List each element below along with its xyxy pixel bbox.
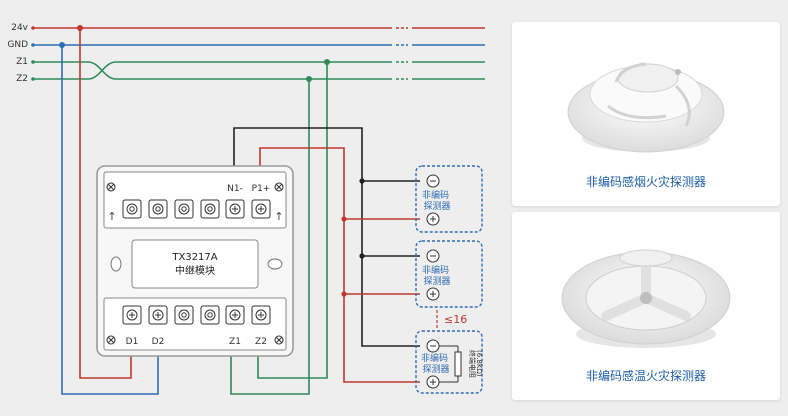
- product-card-smoke: 非编码感烟火灾探测器: [512, 22, 780, 206]
- end-resistor-icon: [454, 351, 462, 377]
- end-resistor-label: 终端电阻 (6.8KΩ): [468, 350, 483, 380]
- detector-label-line1: 非编码: [422, 189, 449, 201]
- mounting-hole-right: [267, 258, 283, 270]
- wire-z1-to-module: [230, 79, 310, 395]
- module-model: TX3217A: [171, 252, 217, 263]
- detector-label-line2: 探测器: [423, 275, 450, 287]
- bus-label-gnd: GND: [7, 40, 28, 50]
- end-resistor-wire: [439, 345, 458, 383]
- wire-gnd-to-d2: [61, 45, 159, 395]
- product-caption: 非编码感烟火灾探测器: [585, 175, 706, 189]
- detector-label-line2: 探测器: [422, 363, 449, 375]
- corner-screw-icon: [106, 182, 284, 345]
- heat-detector-photo: [561, 249, 731, 348]
- relay-module: ↑ ↑ N1- P1+ TX3217A 中继模块 D1: [96, 165, 294, 357]
- terminal-label-z2: Z2: [255, 337, 267, 347]
- bus-terminal-gnd: [31, 43, 35, 47]
- max-detector-count: ≤16: [444, 313, 467, 326]
- detector-label: 非编码 探测器: [422, 189, 452, 212]
- detector-1: 非编码 探测器: [415, 165, 483, 233]
- wire-24v-to-d1: [79, 28, 132, 379]
- bus-label-z2: Z2: [16, 74, 28, 84]
- detector-label: 非编码 探测器: [421, 352, 451, 375]
- bus-label-z1: Z1: [16, 57, 28, 67]
- detector-label-line1: 非编码: [422, 264, 449, 276]
- bus-z1: [33, 61, 485, 80]
- junction-det2-pos: [341, 291, 347, 297]
- junction-det2-neg: [359, 253, 365, 259]
- module-label-plate: [131, 239, 259, 289]
- terminal-label-n1: N1-: [227, 184, 243, 194]
- junction-det1-pos: [341, 216, 347, 222]
- bus-terminal-24v: [31, 26, 35, 30]
- mounting-hole-left: [110, 256, 122, 272]
- bus-z2: [33, 61, 485, 80]
- bus-label-24v: 24v: [11, 23, 28, 33]
- product-caption: 非编码感温火灾探测器: [585, 369, 706, 383]
- terminal-label-z1: Z1: [229, 337, 241, 347]
- smoke-detector-photo: [567, 62, 725, 153]
- wire-z2-to-module: [257, 62, 328, 379]
- up-arrow-icon: ↑: [274, 210, 283, 223]
- wire-p1-loop: [259, 147, 420, 383]
- terminal-label-d1: D1: [126, 337, 139, 347]
- top-terminal-row: [122, 199, 271, 219]
- detector-label-line1: 非编码: [421, 352, 448, 364]
- junction-det1-neg: [359, 178, 365, 184]
- product-card-heat: 非编码感温火灾探测器: [512, 212, 780, 400]
- up-arrow-icon: ↑: [107, 210, 116, 223]
- wire-n1-loop: [233, 127, 420, 347]
- detector-2: 非编码 探测器: [415, 240, 483, 308]
- module-name: 中继模块: [175, 264, 215, 277]
- bus-terminal-z1: [31, 60, 35, 64]
- detector-label-line2: 探测器: [423, 200, 450, 212]
- bottom-terminal-row: [122, 305, 271, 325]
- terminal-label-d2: D2: [152, 337, 165, 347]
- wiring-diagram: 24v GND Z1 Z2: [7, 23, 485, 395]
- terminal-label-p1: P1+: [252, 184, 271, 194]
- detector-3: 非编码 探测器 终端电阻 (6.8KΩ): [415, 330, 483, 394]
- detector-label: 非编码 探测器: [422, 264, 452, 287]
- bus-terminal-z2: [31, 77, 35, 81]
